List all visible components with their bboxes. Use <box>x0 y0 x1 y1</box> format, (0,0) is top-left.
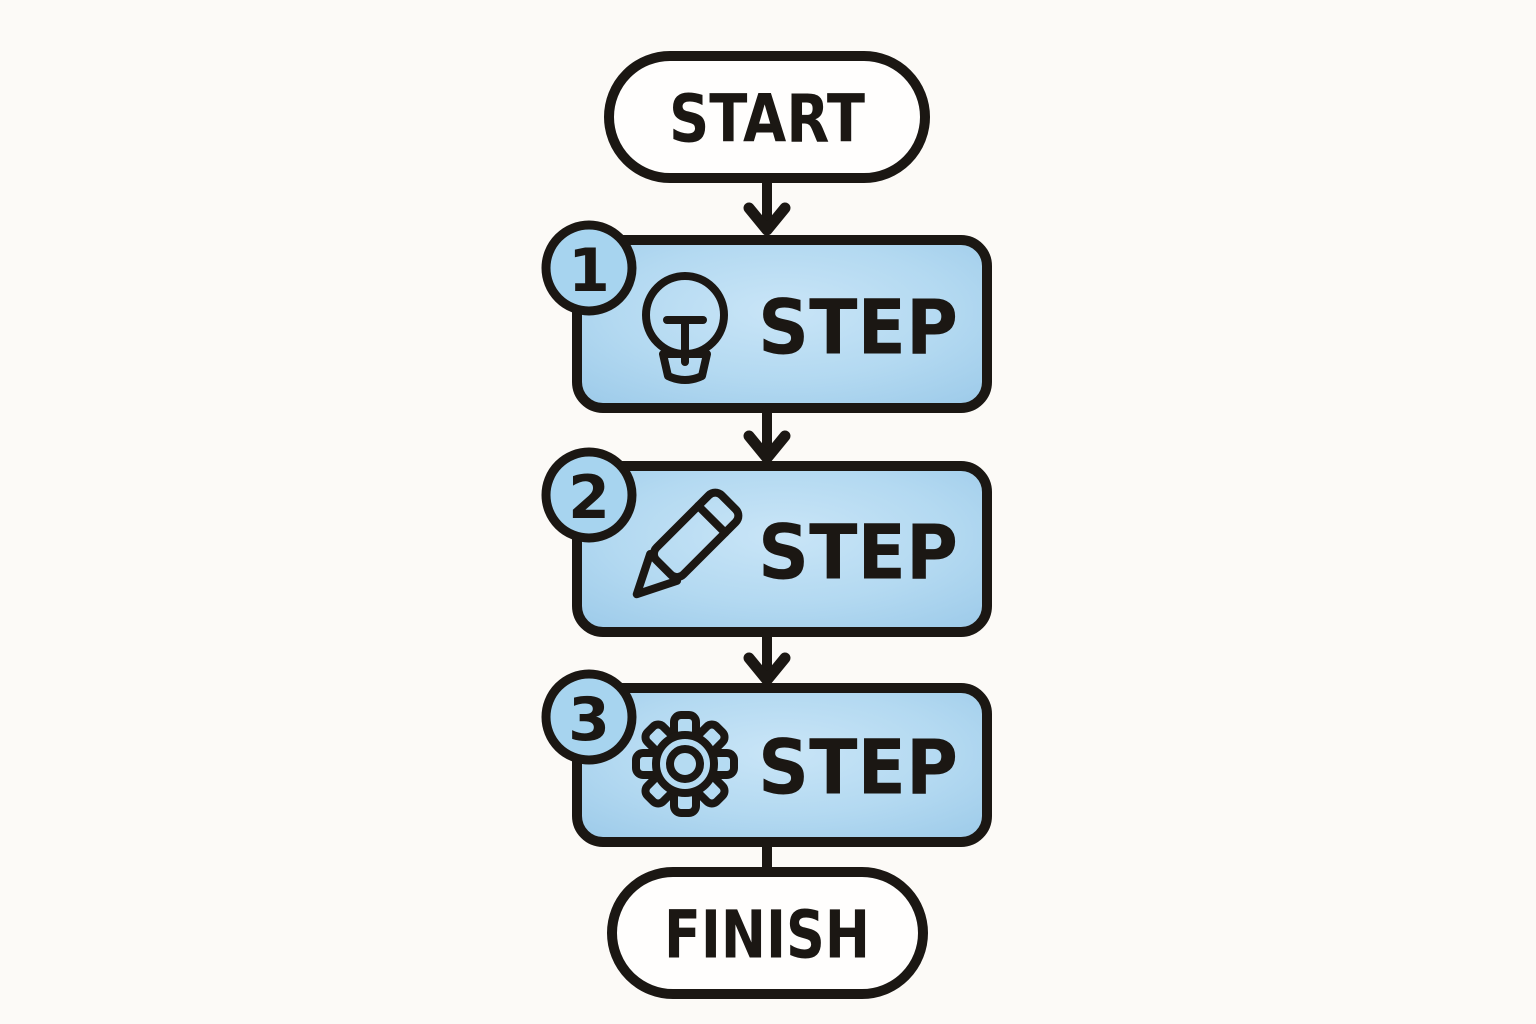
step-2-node: 2 STEP <box>541 447 992 637</box>
step-2-number: 2 <box>568 463 610 533</box>
step-3-node: 3 STEP <box>541 669 992 847</box>
start-node: START <box>604 51 930 183</box>
step-1-label: STEP <box>758 283 958 372</box>
step-3-number-badge: 3 <box>541 669 637 765</box>
pencil-icon <box>632 488 743 599</box>
badge-circle-shape <box>541 447 637 543</box>
arrow-down-icon <box>743 202 791 236</box>
arrow-down-icon <box>743 430 791 464</box>
connector-step2-to-step3 <box>743 629 791 686</box>
step-1-node: 1 STEP <box>541 220 992 413</box>
finish-label: FINISH <box>664 897 870 974</box>
gear-icon <box>636 715 734 813</box>
finish-node: FINISH <box>607 867 928 999</box>
step-2-label: STEP <box>758 508 958 597</box>
pencil-tip <box>632 549 682 599</box>
step-2-box-shape <box>572 461 992 637</box>
step-1-box-shape <box>572 235 992 413</box>
finish-pill-shape <box>607 867 928 999</box>
badge-circle-shape <box>541 220 637 316</box>
step-3-label: STEP <box>758 723 958 812</box>
step-2-number-badge: 2 <box>541 447 637 543</box>
lightbulb-base <box>659 350 711 384</box>
connector-step1-to-step2 <box>743 405 791 464</box>
gear-hub <box>666 745 704 783</box>
step-1-number: 1 <box>568 236 610 306</box>
connector-start-to-step1 <box>743 175 791 236</box>
start-label: START <box>669 81 865 158</box>
arrow-down-icon <box>743 652 791 686</box>
step-3-number: 3 <box>568 685 610 755</box>
lightbulb-icon <box>642 272 728 384</box>
badge-circle-shape <box>541 669 637 765</box>
step-1-number-badge: 1 <box>541 220 637 316</box>
pencil-eraser-line <box>694 501 730 537</box>
